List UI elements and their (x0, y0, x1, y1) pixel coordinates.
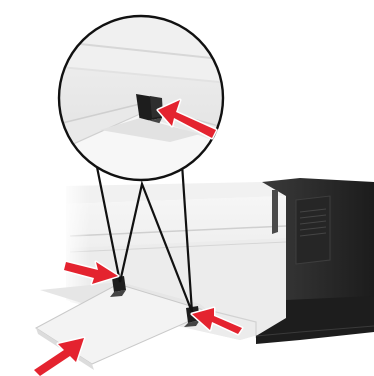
paper-insert-arrow (34, 338, 84, 376)
magnified-view (50, 10, 240, 190)
